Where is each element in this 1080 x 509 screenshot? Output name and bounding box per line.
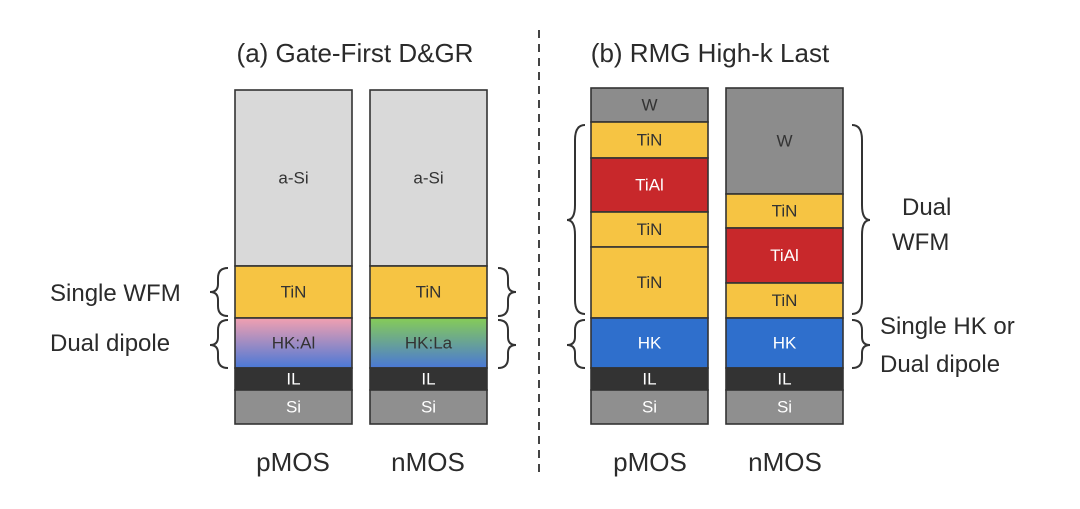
brace-single-wfm-right-a — [497, 267, 517, 317]
layer-tin-b-p-1 — [590, 121, 709, 159]
layer-tin-a-n-1 — [369, 265, 488, 319]
layer-label-a-si-a-n-0: a-Si — [413, 169, 443, 188]
annotation-dual-wfm-line2: WFM — [892, 229, 949, 256]
device-label-pmos-a: pMOS — [256, 447, 330, 477]
annotation-dual-wfm-line1: Dual — [902, 194, 951, 221]
layer-label-tin-a-p-1: TiN — [281, 283, 307, 302]
brace-hk-left-b — [566, 319, 586, 369]
layer-label-hk-la-a-n-2: HK:La — [405, 334, 453, 353]
brace-wfm-left-b — [566, 124, 586, 315]
layer-hk-la-a-n-2 — [369, 317, 488, 369]
layer-tial-b-p-2 — [590, 157, 709, 213]
layer-label-w-b-p-0: W — [641, 96, 657, 115]
layer-label-w-b-n-0: W — [776, 132, 792, 151]
layer-label-il-a-n-3: IL — [421, 370, 435, 389]
annotation-single-hk-line2: Dual dipole — [880, 351, 1000, 378]
brace-hk-right-b — [851, 319, 871, 369]
layer-tin-a-p-1 — [234, 265, 353, 319]
layer-label-tial-b-n-2: TiAl — [770, 246, 799, 265]
layer-label-tin-b-p-4: TiN — [637, 273, 663, 292]
layer-label-tial-b-p-2: TiAl — [635, 176, 664, 195]
layer-label-tin-b-p-1: TiN — [637, 131, 663, 150]
annotation-dual-dipole: Dual dipole — [50, 330, 170, 357]
layer-hk-b-n-4 — [725, 317, 844, 369]
layer-label-tin-b-n-1: TiN — [772, 202, 798, 221]
layer-tin-b-p-3 — [590, 211, 709, 248]
device-label-nmos-b: nMOS — [748, 447, 822, 477]
annotation-single-hk-line1: Single HK or — [880, 313, 1015, 340]
layer-label-si-b-n-6: Si — [777, 398, 792, 417]
layer-label-tin-b-p-3: TiN — [637, 220, 663, 239]
layer-w-b-n-0 — [725, 87, 844, 195]
layer-si-a-n-4 — [369, 389, 488, 425]
brace-dual-dipole-left — [209, 319, 229, 369]
device-label-nmos-a: nMOS — [391, 447, 465, 477]
brace-dual-dipole-right-a — [497, 319, 517, 369]
layer-label-hk-b-n-4: HK — [773, 334, 797, 353]
panel-b-title: (b) RMG High-k Last — [591, 38, 830, 68]
layer-tin-b-n-1 — [725, 193, 844, 229]
layer-label-si-a-n-4: Si — [421, 398, 436, 417]
layer-label-il-b-p-6: IL — [642, 370, 656, 389]
layer-tin-b-p-4 — [590, 246, 709, 319]
annotation-single-wfm: Single WFM — [50, 280, 181, 307]
layer-label-si-b-p-7: Si — [642, 398, 657, 417]
layer-label-si-a-p-4: Si — [286, 398, 301, 417]
layer-si-b-p-7 — [590, 389, 709, 425]
brace-wfm-right-b — [851, 124, 871, 315]
layer-label-a-si-a-p-0: a-Si — [278, 169, 308, 188]
layer-si-b-n-6 — [725, 389, 844, 425]
layer-label-hk-al-a-p-2: HK:Al — [272, 334, 315, 353]
brace-single-wfm-left — [209, 267, 229, 317]
layer-w-b-p-0 — [590, 87, 709, 123]
device-label-pmos-b: pMOS — [613, 447, 687, 477]
panel-a-title: (a) Gate-First D&GR — [237, 38, 474, 68]
layer-label-tin-a-n-1: TiN — [416, 283, 442, 302]
layer-label-il-a-p-3: IL — [286, 370, 300, 389]
layer-a-si-a-p-0 — [234, 89, 353, 267]
layer-a-si-a-n-0 — [369, 89, 488, 267]
layer-label-hk-b-p-5: HK — [638, 334, 662, 353]
layer-label-il-b-n-5: IL — [777, 370, 791, 389]
layer-label-tin-b-n-3: TiN — [772, 291, 798, 310]
layer-hk-b-p-5 — [590, 317, 709, 369]
layer-si-a-p-4 — [234, 389, 353, 425]
